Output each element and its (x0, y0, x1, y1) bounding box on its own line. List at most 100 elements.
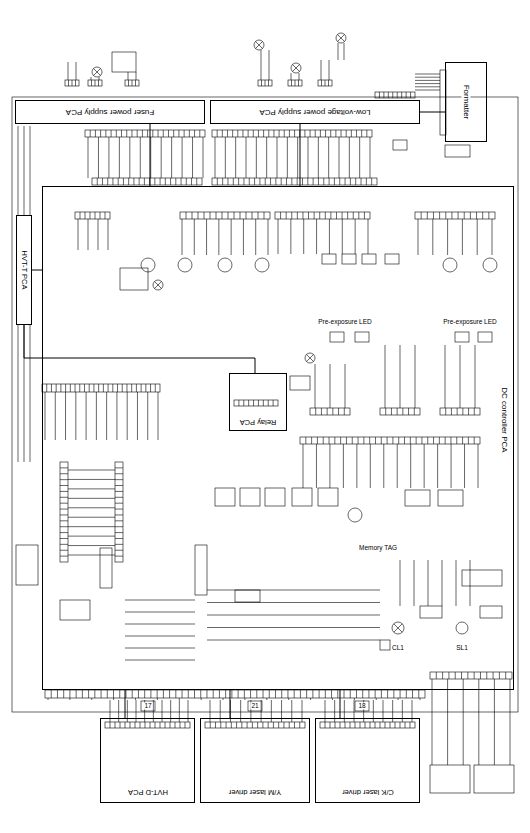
connector-pin (157, 690, 158, 698)
connector-pin (137, 130, 138, 137)
wire (415, 83, 440, 84)
high-voltage-board: HVT-T PCA (16, 215, 32, 325)
connector-pin (252, 212, 253, 219)
connector-pin (346, 130, 347, 137)
board-title: Low-voltage power supply PCA (258, 108, 371, 117)
connector-pin (405, 722, 406, 728)
component-box (195, 545, 207, 595)
wire (385, 345, 386, 408)
connector-pin (294, 130, 295, 137)
connector-pin (468, 437, 469, 444)
wire (223, 698, 224, 700)
connector-pin (341, 130, 342, 137)
connector-pin (76, 690, 77, 698)
connector-pin (115, 538, 123, 539)
connector-pin (115, 514, 123, 515)
connector-pin (458, 212, 459, 219)
wire (290, 219, 291, 254)
connector-pin (113, 690, 114, 698)
motor-symbol (255, 258, 269, 272)
connector-pin (366, 130, 367, 137)
connector-pin (250, 690, 251, 698)
connector-pin (130, 722, 131, 728)
connector-pin (144, 690, 145, 698)
connector-pin (462, 437, 463, 444)
connector-pin (222, 130, 223, 137)
connector-pin (150, 690, 151, 698)
connector-pin (329, 437, 330, 444)
connector-pin (258, 212, 259, 219)
board-title: Y/M laser driver (228, 788, 283, 796)
lamp-symbol (291, 63, 301, 73)
connector-pin (93, 384, 94, 392)
connector-pin (280, 212, 281, 219)
connector-pin (257, 722, 258, 728)
connector-pin (439, 437, 440, 444)
wire (475, 345, 476, 408)
wire (470, 560, 471, 606)
connector-pin (215, 722, 216, 728)
connector-pin (115, 544, 123, 545)
wire (68, 62, 69, 80)
connector-pin (186, 212, 187, 219)
wire (225, 137, 226, 178)
connector-pin (340, 437, 341, 444)
connector-pin (355, 178, 356, 185)
wire (91, 77, 92, 80)
connector-pin (468, 408, 469, 415)
board-title: HVT-D PCA (126, 788, 168, 796)
connector-pin (102, 178, 103, 185)
connector-pin (236, 722, 237, 728)
lamp-cross (338, 35, 345, 42)
wire (207, 627, 380, 628)
connector-pin (442, 672, 443, 679)
wire (329, 444, 330, 488)
wire (268, 219, 269, 255)
lamp-cross (394, 624, 402, 632)
formatter-board: Formatter (445, 62, 487, 142)
connector-pin (412, 690, 413, 698)
connector-pin (175, 178, 176, 185)
connector-pin (142, 130, 143, 137)
component-box (240, 488, 260, 506)
part-label: SL1 (455, 644, 469, 651)
connector-pin (128, 178, 129, 185)
wire-harness (125, 690, 126, 718)
wire (68, 555, 115, 556)
wire (266, 137, 267, 178)
wire (261, 50, 262, 80)
connector-pin (150, 722, 151, 728)
wire (125, 600, 195, 601)
lamp-cross (307, 355, 314, 362)
wire (125, 636, 195, 637)
connector-pin (141, 384, 142, 392)
connector-pin (462, 408, 463, 415)
connector-pin (57, 690, 58, 698)
connector-pin (131, 130, 132, 137)
connector-pin (358, 212, 359, 219)
connector-pin (263, 690, 264, 698)
connector-pin (414, 408, 415, 415)
connector-pin (253, 400, 254, 406)
connector-pin (400, 722, 401, 728)
connector-strip (440, 408, 480, 415)
wire (266, 698, 267, 700)
connector-pin (138, 690, 139, 698)
wire (91, 698, 92, 700)
component-box (112, 52, 136, 72)
connector-pin (217, 178, 218, 185)
connector-strip (310, 408, 350, 415)
connector-pin (299, 722, 300, 728)
connector-pin (243, 178, 244, 185)
motor-symbol (141, 258, 155, 272)
connector-pin (398, 437, 399, 444)
lamp-cross (293, 65, 300, 72)
connector-pin (325, 130, 326, 137)
connector-pin (60, 520, 68, 521)
wire (135, 698, 136, 700)
wire (127, 392, 128, 440)
connector-pin (90, 212, 91, 219)
connector-pin (421, 212, 422, 219)
connector-pin (275, 690, 276, 698)
connector-pin (206, 690, 207, 698)
